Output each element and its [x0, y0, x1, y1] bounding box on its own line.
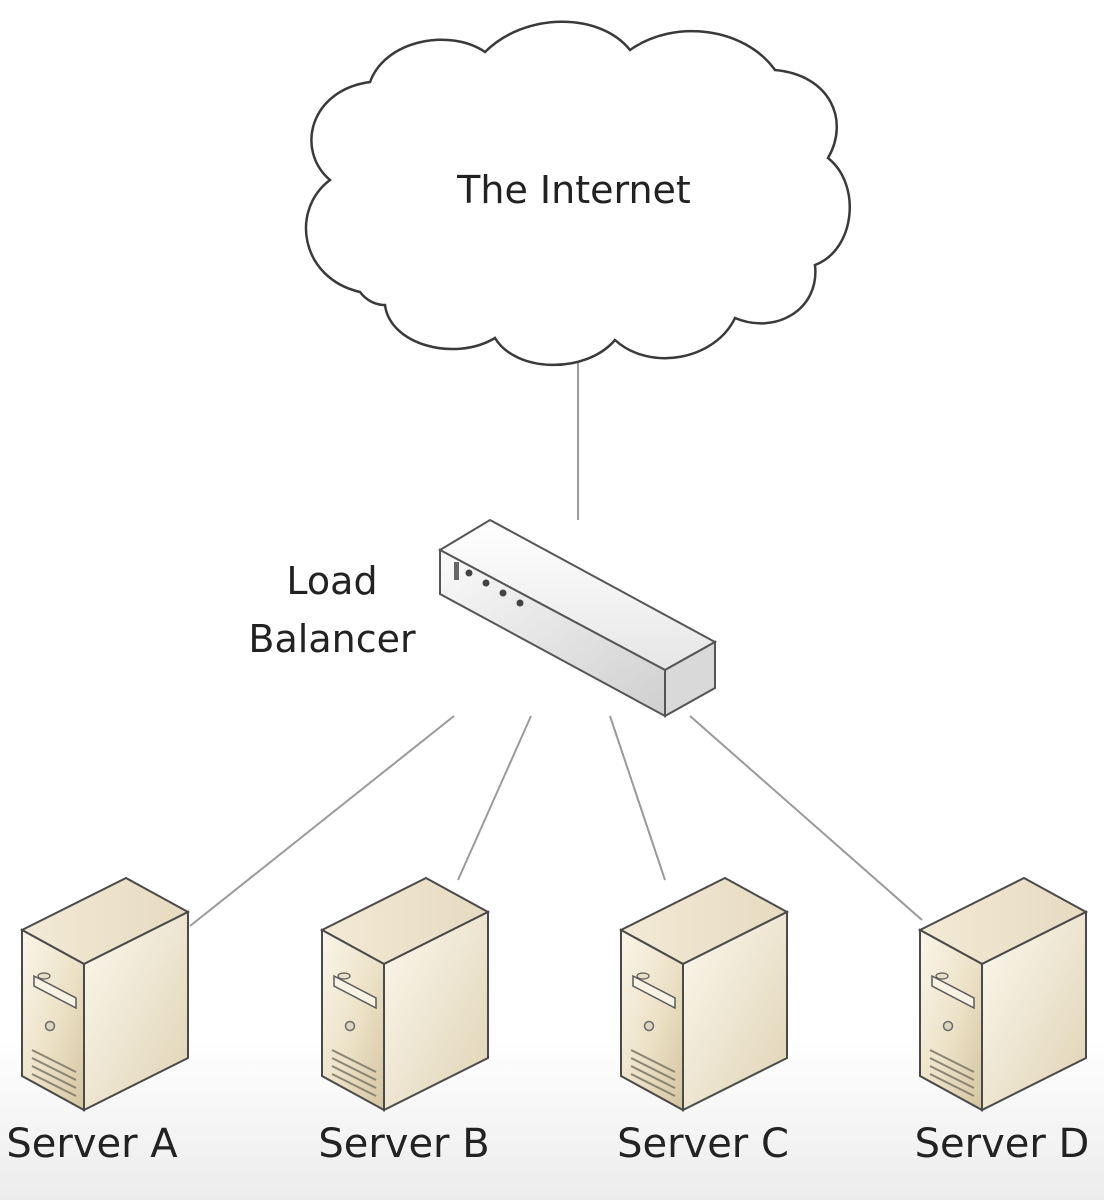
vent-line — [929, 1057, 975, 1081]
vent-line — [630, 1073, 676, 1097]
status-led-icon — [499, 589, 507, 597]
power-button-icon — [344, 1020, 356, 1032]
link-server-d — [689, 715, 923, 921]
load-balancer-icon — [437, 518, 718, 718]
vent-line — [331, 1049, 377, 1073]
server-d-label: Server D — [914, 1121, 1090, 1167]
vent-line — [31, 1049, 77, 1073]
vent-line — [331, 1057, 377, 1081]
link-server-a — [189, 715, 455, 927]
link-server-c — [609, 715, 666, 881]
port-icon — [454, 562, 459, 580]
vent-line — [929, 1049, 975, 1073]
load-balancer-label-line2: Balancer — [248, 617, 416, 661]
server-b-label: Server B — [318, 1121, 490, 1167]
vent-line — [630, 1065, 676, 1089]
load-balancer-label: Load Balancer — [232, 552, 432, 668]
cloud-icon — [304, 20, 851, 367]
vent-line — [331, 1073, 377, 1097]
status-led-icon — [516, 599, 524, 607]
power-button-icon — [942, 1020, 954, 1032]
power-button-icon — [643, 1020, 655, 1032]
server-c-icon — [618, 876, 790, 1112]
server-a-label: Server A — [6, 1121, 178, 1167]
vent-line — [31, 1065, 77, 1089]
vent-line — [331, 1065, 377, 1089]
vent-line — [929, 1065, 975, 1089]
server-b-icon — [319, 876, 491, 1112]
drive-bay-icon — [33, 974, 77, 1010]
vent-line — [630, 1057, 676, 1081]
drive-bay-icon — [333, 974, 377, 1010]
server-d-icon — [917, 876, 1089, 1112]
vent-line — [31, 1057, 77, 1081]
status-led-icon — [465, 569, 473, 577]
server-c-label: Server C — [617, 1121, 789, 1167]
vent-line — [31, 1073, 77, 1097]
load-balancer-label-line1: Load — [286, 559, 378, 603]
link-server-b — [457, 715, 532, 881]
status-led-icon — [482, 579, 490, 587]
drive-bay-icon — [632, 974, 676, 1010]
internet-label: The Internet — [456, 168, 691, 212]
vent-line — [630, 1049, 676, 1073]
power-button-icon — [44, 1020, 56, 1032]
server-a-icon — [19, 876, 191, 1112]
vent-line — [929, 1073, 975, 1097]
drive-bay-icon — [931, 974, 975, 1010]
